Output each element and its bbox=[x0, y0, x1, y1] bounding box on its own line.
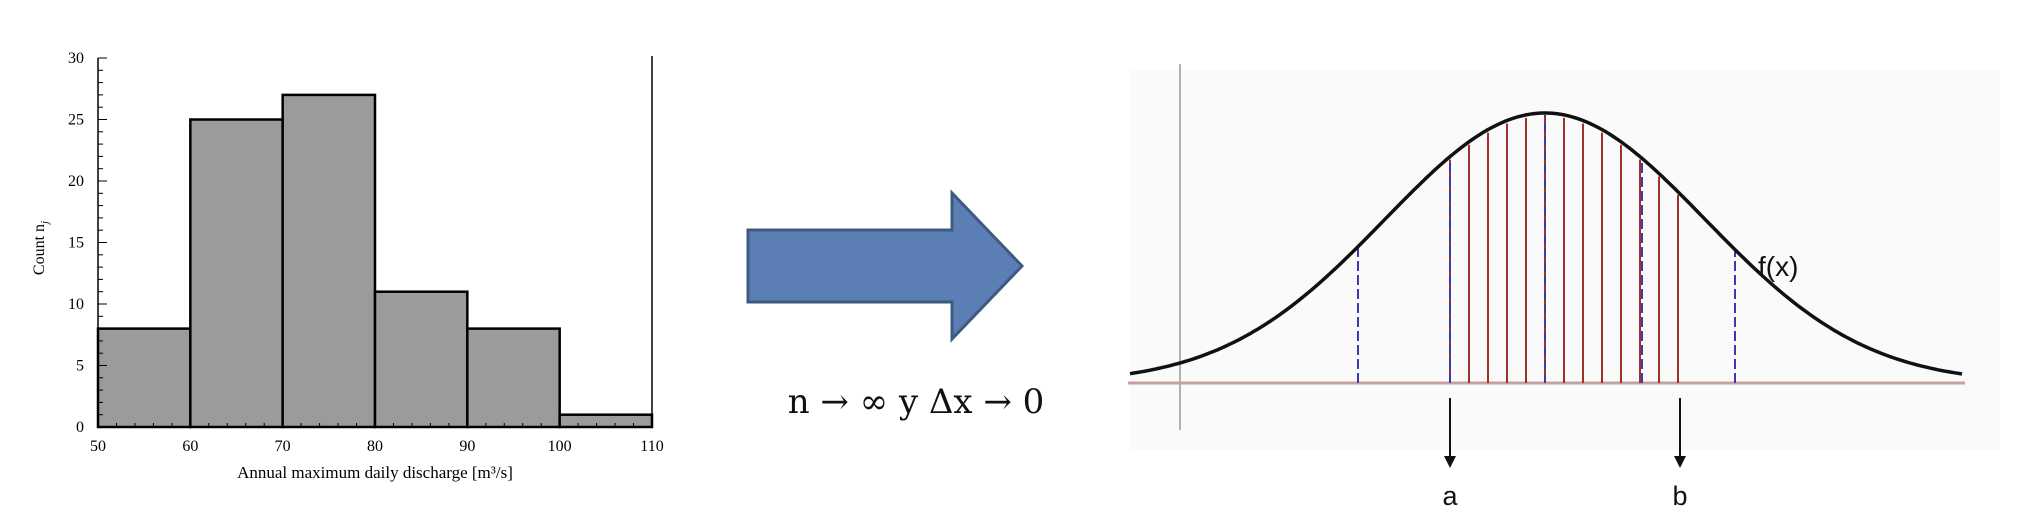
histogram-bar bbox=[558, 413, 654, 429]
marker-a-label: a bbox=[1442, 481, 1458, 508]
histogram-bars bbox=[96, 93, 654, 429]
x-tick-label: 90 bbox=[459, 438, 475, 455]
y-tick-label: 0 bbox=[76, 419, 84, 436]
histogram-x-ticks: 50 60 70 80 90 100 110 bbox=[90, 419, 664, 455]
y-tick-label: 20 bbox=[68, 173, 84, 190]
y-tick-label: 30 bbox=[68, 50, 84, 67]
y-tick-label: 5 bbox=[76, 358, 84, 375]
y-tick-label: 15 bbox=[68, 235, 84, 252]
histogram-y-label: Count nj bbox=[31, 221, 51, 275]
histogram-bar bbox=[373, 290, 469, 429]
histogram-y-label-text: Count n bbox=[31, 224, 48, 275]
histogram-y-ticks: 0 5 10 15 20 25 30 bbox=[68, 50, 107, 436]
histogram-y-label-subscript: j bbox=[39, 221, 51, 226]
x-tick-label: 60 bbox=[182, 438, 198, 455]
x-tick-label: 110 bbox=[640, 438, 663, 455]
histogram-x-label: Annual maximum daily discharge [m³/s] bbox=[237, 463, 513, 482]
histogram-bar bbox=[189, 118, 284, 429]
x-tick-label: 100 bbox=[548, 438, 572, 455]
limit-formula-text: n → ∞ y Δx → 0 bbox=[787, 382, 1045, 422]
x-tick-label: 70 bbox=[275, 438, 291, 455]
density-diagram: f(x) a b bbox=[1128, 64, 1965, 508]
density-curve bbox=[1129, 111, 1963, 376]
y-tick-label: 25 bbox=[68, 112, 84, 129]
histogram-bar bbox=[281, 93, 377, 429]
marker-b-label: b bbox=[1672, 481, 1687, 508]
density-dashed-lines bbox=[1357, 115, 1736, 383]
histogram-bar bbox=[466, 327, 561, 429]
arrow-a-head-icon bbox=[1444, 456, 1456, 468]
arrow-b-head-icon bbox=[1674, 456, 1686, 468]
histogram-bar bbox=[96, 327, 192, 429]
curve-label: f(x) bbox=[1758, 251, 1798, 282]
right-arrow-icon bbox=[746, 189, 1025, 343]
x-tick-label: 50 bbox=[90, 438, 106, 455]
y-tick-label: 10 bbox=[68, 296, 84, 313]
x-tick-label: 80 bbox=[367, 438, 383, 455]
limit-formula: n → ∞ y Δx → 0 bbox=[736, 382, 1096, 422]
